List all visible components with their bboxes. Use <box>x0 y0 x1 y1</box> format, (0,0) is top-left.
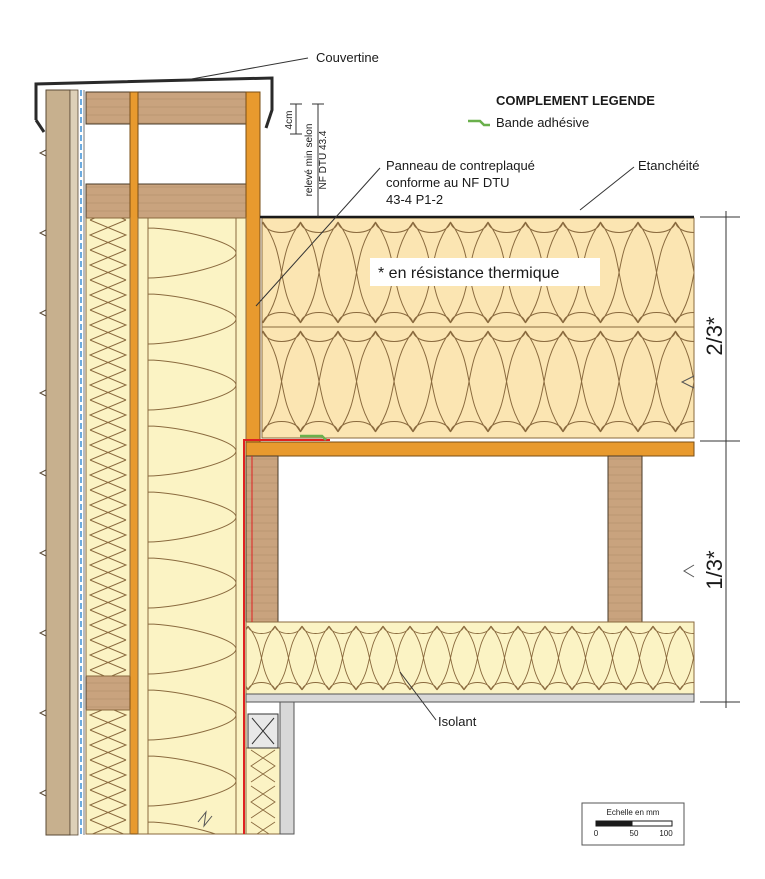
scale-tick-0: 0 <box>594 829 599 838</box>
label-panneau-3: 43-4 P1-2 <box>386 192 443 207</box>
label-isolant: Isolant <box>438 714 477 729</box>
roof-insulation <box>261 217 695 439</box>
scale-tick-50: 50 <box>630 829 639 838</box>
leader-lines <box>185 57 635 721</box>
dim-lower: 1/3* <box>702 550 727 590</box>
resistance-note-box <box>370 258 600 286</box>
scale-title: Echelle en mm <box>607 808 660 817</box>
dim-4cm: 4cm <box>284 111 295 130</box>
dim-upper: 2/3* <box>702 316 727 356</box>
scale-box: Echelle en mm 0 50 100 <box>581 802 685 846</box>
rim-joist <box>245 455 279 623</box>
releve-label-2: NF DTU 43.4 <box>318 130 329 189</box>
releve-label-1: relevé min selon <box>304 124 315 197</box>
ceiling-insulation <box>245 621 695 703</box>
vapour-barrier <box>243 439 330 834</box>
resistance-note: * en résistance thermique <box>378 265 560 282</box>
legend-swatch-adhesive <box>468 119 490 127</box>
upstand-dimension <box>290 103 324 217</box>
scale-tick-100: 100 <box>659 829 673 838</box>
label-panneau-1: Panneau de contreplaqué <box>386 158 535 173</box>
coping-flashing <box>34 76 274 129</box>
adhesive-band <box>300 434 327 441</box>
legend-title: COMPLEMENT LEGENDE <box>496 93 655 108</box>
label-couvertine: Couvertine <box>316 50 379 65</box>
exterior-cladding <box>38 89 85 836</box>
dimension-lines <box>700 211 740 708</box>
label-etancheite: Etanchéité <box>638 158 699 173</box>
legend-item-label: Bande adhésive <box>496 115 589 130</box>
roof-deck-plywood <box>245 441 695 457</box>
label-panneau-2: conforme au NF DTU <box>386 175 510 190</box>
joist <box>607 455 643 623</box>
